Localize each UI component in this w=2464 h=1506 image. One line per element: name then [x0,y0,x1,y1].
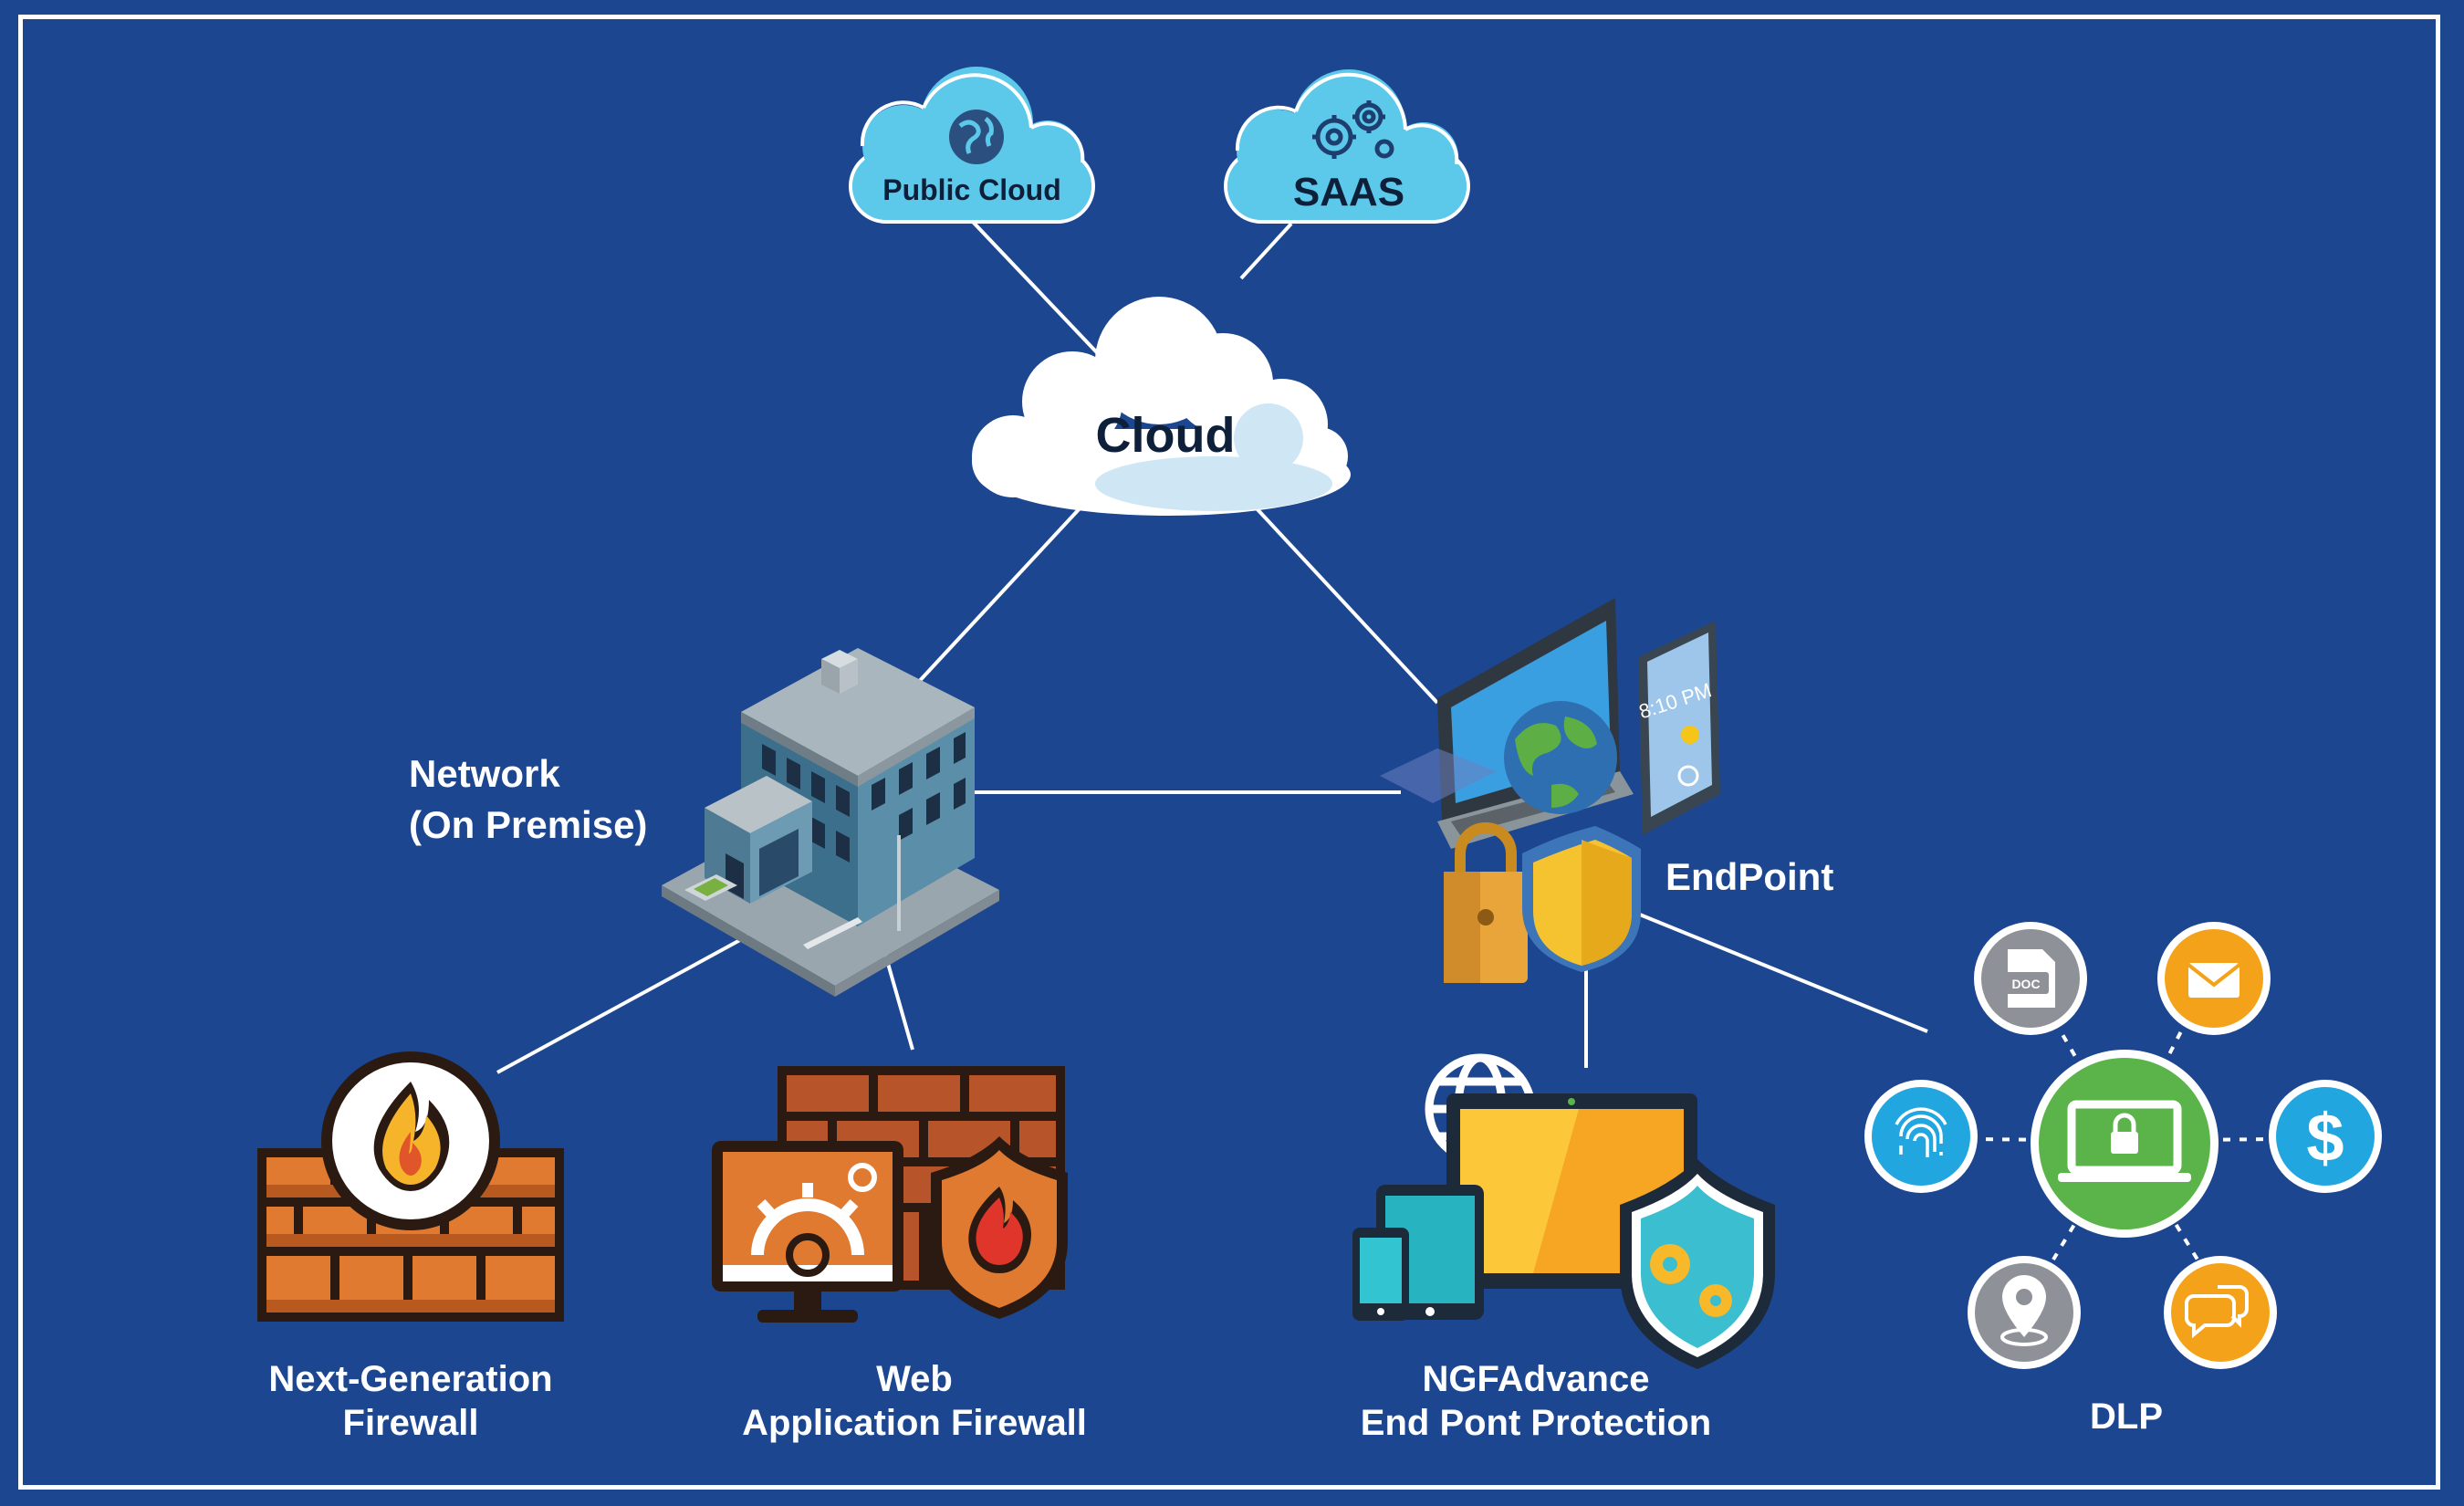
dollar-icon: $ [2269,1080,2382,1193]
monitor-gear-icon [712,1141,903,1323]
public-cloud-label: Public Cloud [882,173,1061,206]
gears-icon [1312,100,1394,159]
firewall-brick-wall-icon [257,1051,564,1322]
network-label-line1: Network [409,752,560,795]
dollar-glyph: $ [2306,1100,2344,1176]
globe-icon [949,110,1004,164]
fingerprint-icon [1864,1080,1978,1193]
diagram-frame [18,15,2440,1490]
saas-label: SAAS [1293,170,1404,214]
link-network-to-ngfw [496,934,749,1074]
network-label-line2: (On Premise) [409,803,647,846]
chat-bubbles-icon [2164,1256,2277,1369]
central-cloud-node: Cloud [972,297,1351,516]
smartphone-icon: 8:10 PM [1636,621,1720,835]
gear-shield-icon [1620,1159,1775,1369]
epp-label-line2: End Pont Protection [1361,1403,1711,1443]
fire-icon [373,1082,450,1191]
link-cloud-to-endpoint [1253,505,1439,705]
document-icon: DOC [1974,922,2087,1035]
link-endpoint-to-dlp [1601,897,1928,1033]
doc-badge: DOC [2011,977,2040,991]
saas-cloud-node: SAAS [1224,69,1470,224]
email-icon [2157,922,2271,1035]
link-public-cloud-to-cloud [970,219,1111,367]
mobile-phone-icon [1352,1228,1409,1321]
public-cloud-node: Public Cloud [849,67,1095,224]
link-saas-to-cloud [1239,222,1293,280]
waf-icon [712,1066,1068,1323]
location-pin-icon [1968,1256,2081,1369]
epp-label-line1: NGFAdvance [1423,1359,1650,1399]
office-building-icon [662,648,999,997]
fire-shield-icon [931,1136,1068,1319]
ngfw-label-line2: Firewall [343,1403,479,1443]
security-shield-icon [1522,826,1641,972]
waf-label-line2: Application Firewall [742,1403,1087,1443]
dlp-laptop-lock-node [2031,1050,2219,1238]
padlock-icon [1444,822,1528,983]
link-cloud-to-network [902,505,1083,700]
ngfw-label-line1: Next-Generation [268,1359,552,1399]
cloud-label: Cloud [1096,408,1236,463]
endpoint-label: EndPoint [1665,855,1833,898]
dlp-label: DLP [2090,1396,2163,1437]
link-network-to-waf [883,953,914,1051]
dlp-hub: DOC $ [1864,922,2382,1369]
waf-label-line1: Web [876,1359,953,1399]
endpoint-protection-icon [1352,1053,1775,1369]
earth-globe-icon [1504,701,1617,814]
connection-lines [496,219,1928,1074]
